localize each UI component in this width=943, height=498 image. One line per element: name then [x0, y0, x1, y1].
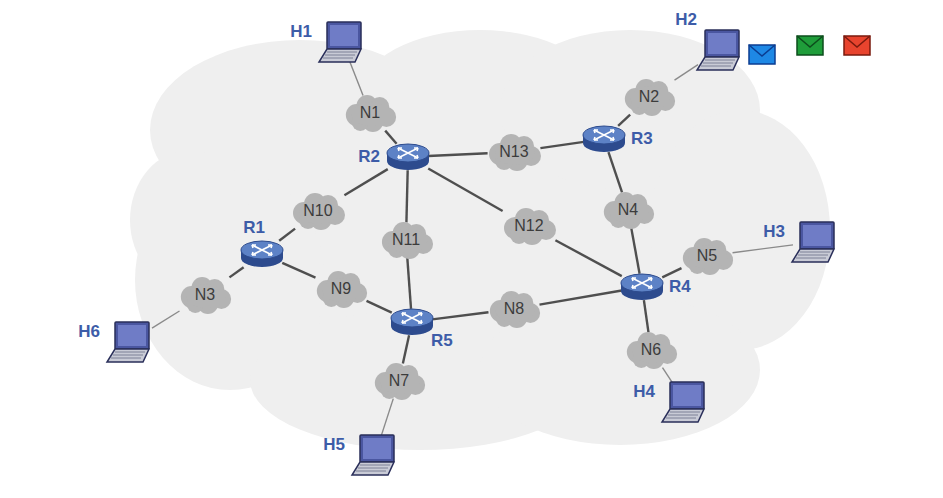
- link-line: [540, 290, 622, 304]
- network-cloud: N12: [499, 206, 559, 246]
- network-cloud: N10: [288, 191, 348, 231]
- link-line: [675, 65, 698, 81]
- laptop-icon: [317, 20, 367, 64]
- link-line: [279, 229, 295, 241]
- network-cloud: N13: [484, 132, 544, 172]
- network-label: N8: [485, 289, 543, 329]
- network-label: N3: [176, 275, 234, 315]
- host-node: H6: [105, 320, 155, 364]
- network-cloud: N6: [622, 330, 680, 370]
- network-label: N10: [288, 191, 348, 231]
- host-label: H3: [763, 222, 785, 242]
- router-node: R2: [385, 142, 431, 172]
- network-label: N4: [599, 190, 657, 230]
- network-cloud: N4: [599, 190, 657, 230]
- network-label: N2: [620, 77, 678, 117]
- network-cloud: N8: [485, 289, 543, 329]
- link-line: [540, 142, 583, 148]
- router-node: R1: [239, 239, 285, 269]
- laptop-icon: [660, 380, 710, 424]
- network-label: N7: [370, 361, 428, 401]
- link-line: [381, 399, 393, 436]
- network-label: N13: [484, 132, 544, 172]
- router-label: R5: [431, 331, 453, 351]
- router-label: R4: [669, 277, 691, 297]
- laptop-icon: [105, 320, 155, 364]
- link-line: [555, 240, 621, 276]
- link-line: [428, 169, 502, 211]
- link-line: [644, 300, 649, 332]
- link-line: [152, 311, 179, 328]
- laptop-icon: [350, 433, 400, 477]
- router-icon: [239, 239, 285, 269]
- network-cloud: N9: [312, 269, 370, 309]
- network-label: N11: [377, 220, 436, 260]
- host-node: H2: [695, 28, 745, 72]
- link-line: [631, 228, 639, 274]
- host-label: H1: [290, 22, 312, 42]
- host-node: H3: [790, 220, 840, 264]
- link-line: [618, 115, 630, 126]
- host-node: H5: [350, 433, 400, 477]
- link-line: [663, 368, 673, 383]
- network-cloud: N1: [341, 93, 399, 133]
- host-node: H4: [660, 380, 710, 424]
- link-line: [662, 268, 681, 277]
- link-line: [403, 335, 409, 363]
- host-label: H5: [323, 435, 345, 455]
- link-line: [229, 267, 243, 277]
- link-line: [350, 61, 363, 95]
- host-label: H4: [633, 382, 655, 402]
- router-icon: [389, 307, 435, 337]
- network-label: N12: [499, 206, 559, 246]
- link-line: [282, 263, 315, 278]
- network-label: N9: [312, 269, 370, 309]
- link-line: [428, 153, 487, 156]
- router-node: R5: [389, 307, 435, 337]
- router-icon: [385, 142, 431, 172]
- link-line: [367, 301, 392, 313]
- router-node: R4: [619, 272, 665, 302]
- host-label: H6: [78, 322, 100, 342]
- network-label: N6: [622, 330, 680, 370]
- envelopes: [749, 36, 870, 64]
- network-cloud: N3: [176, 275, 234, 315]
- network-cloud: N11: [377, 220, 436, 260]
- router-icon: [581, 124, 627, 154]
- router-icon: [619, 272, 665, 302]
- link-line: [432, 312, 488, 319]
- network-label: N1: [341, 93, 399, 133]
- laptop-icon: [790, 220, 840, 264]
- host-node: H1: [317, 20, 367, 64]
- router-label: R1: [243, 218, 265, 238]
- link-line: [385, 131, 396, 144]
- router-label: R3: [631, 129, 653, 149]
- laptop-icon: [695, 28, 745, 72]
- router-label: R2: [358, 147, 380, 167]
- network-cloud: N2: [620, 77, 678, 117]
- link-line: [406, 170, 407, 222]
- link-line: [407, 258, 411, 309]
- host-label: H2: [675, 10, 697, 30]
- router-node: R3: [581, 124, 627, 154]
- link-line: [344, 169, 387, 195]
- network-label: N5: [678, 236, 736, 276]
- network-cloud: N7: [370, 361, 428, 401]
- network-cloud: N5: [678, 236, 736, 276]
- link-line: [608, 152, 622, 192]
- link-line: [733, 245, 793, 253]
